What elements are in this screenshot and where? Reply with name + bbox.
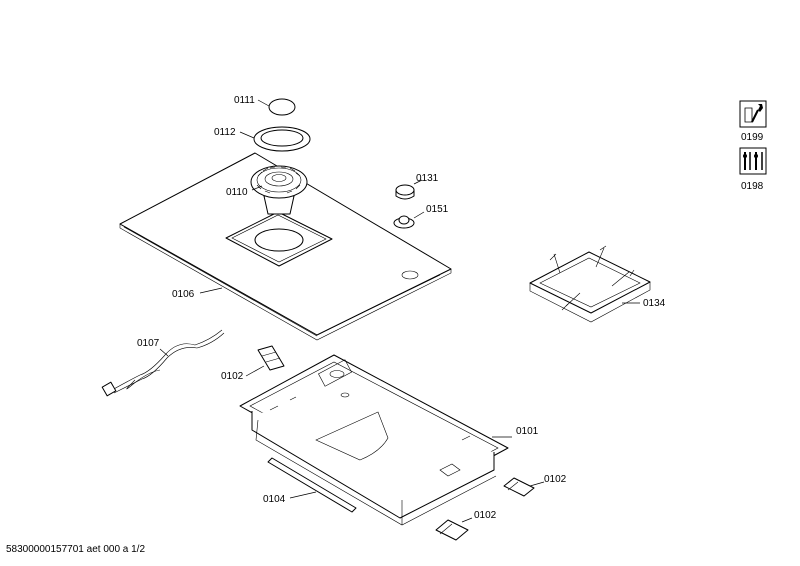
control-knob-0131[interactable]	[395, 179, 423, 200]
label-0102-right: 0102	[544, 474, 567, 485]
label-0102-top: 0102	[221, 371, 244, 382]
label-0151: 0151	[426, 204, 449, 215]
label-0104: 0104	[263, 494, 286, 505]
label-0134: 0134	[643, 298, 666, 309]
cable-0107[interactable]	[101, 329, 225, 397]
burner-cap-0111[interactable]	[257, 98, 296, 116]
clamp-0102-bottom[interactable]	[435, 517, 473, 541]
label-0107: 0107	[137, 338, 160, 349]
knob-seal-0151[interactable]	[393, 211, 425, 229]
tools-icon	[739, 147, 767, 175]
burner-ring-0112[interactable]	[239, 126, 311, 152]
label-0112: 0112	[214, 127, 236, 138]
seal-strip-0104[interactable]	[267, 457, 357, 513]
label-0106: 0106	[172, 289, 195, 300]
pan-support-0134[interactable]	[529, 245, 651, 323]
document-reference: 58300000157701 aet 000 a 1/2	[6, 544, 146, 555]
housing-0101[interactable]	[239, 354, 512, 526]
label-0131: 0131	[416, 173, 439, 184]
hob-plate-0106[interactable]	[119, 152, 452, 341]
label-0102-bottom: 0102	[474, 510, 497, 521]
label-0110: 0110	[226, 187, 248, 198]
clamp-0102-top[interactable]	[245, 345, 285, 377]
label-0111: 0111	[234, 95, 255, 106]
legend-code-0199: 0199	[741, 132, 764, 143]
burner-head-0110[interactable]	[250, 165, 308, 215]
manual-wrench-icon	[739, 100, 767, 128]
clamp-0102-right[interactable]	[503, 477, 545, 497]
label-0101: 0101	[516, 426, 539, 437]
legend-code-0198: 0198	[741, 181, 764, 192]
